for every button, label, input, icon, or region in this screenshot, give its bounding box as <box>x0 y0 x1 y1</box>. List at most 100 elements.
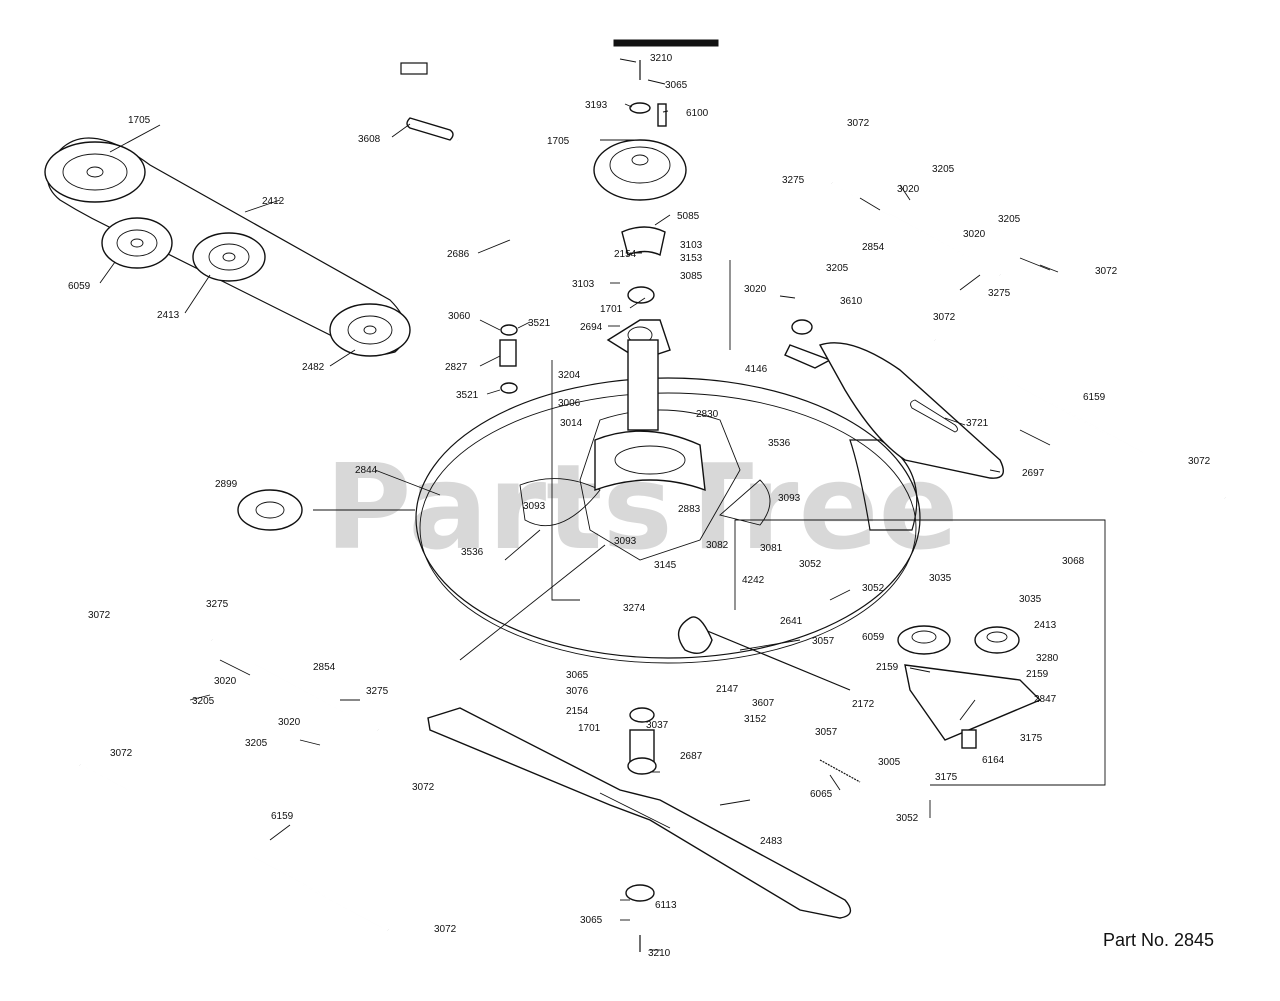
callout-3205-mid: 3205 <box>826 263 849 274</box>
callout-3020-tr1: 3020 <box>897 184 920 195</box>
callout-3035-b: 3035 <box>1019 594 1042 605</box>
idler-pulley-3610 <box>784 319 832 369</box>
callout-3610: 3610 <box>840 296 863 307</box>
pulley-6059-left <box>101 217 173 269</box>
callout-2830: 2830 <box>696 409 719 420</box>
mower-deck-housing <box>415 260 1106 786</box>
callout-3020-mid: 3020 <box>744 284 767 295</box>
callout-3072-tr2: 3072 <box>1095 266 1118 277</box>
callout-2847: 2847 <box>1034 694 1057 705</box>
callout-3052-c: 3052 <box>896 813 919 824</box>
callout-3082: 3082 <box>706 540 729 551</box>
callout-3072-right: 3072 <box>1188 456 1211 467</box>
callout-4146: 4146 <box>745 364 768 375</box>
callout-labels: 3210 3065 3193 6100 1705 1705 3608 2412 … <box>68 53 1211 959</box>
pulley-1705-left <box>44 141 146 203</box>
callout-3153: 3153 <box>680 253 703 264</box>
callout-6159-right: 6159 <box>1083 392 1106 403</box>
callout-3275-tr1: 3275 <box>782 175 805 186</box>
handle-grip-3608 <box>406 117 454 141</box>
callout-3607: 3607 <box>752 698 775 709</box>
callout-3536-right: 3536 <box>768 438 791 449</box>
spring-6065 <box>819 759 861 783</box>
callout-2687: 2687 <box>680 751 703 762</box>
callout-1705-left: 1705 <box>128 115 151 126</box>
callout-3093-right: 3093 <box>778 493 801 504</box>
callout-3065-bottom: 3065 <box>580 915 603 926</box>
callout-3005: 3005 <box>878 757 901 768</box>
callout-3608: 3608 <box>358 134 381 145</box>
small-box-outline <box>400 62 428 75</box>
callout-2413-left: 2413 <box>157 310 180 321</box>
callout-6059-left: 6059 <box>68 281 91 292</box>
callout-3052-b: 3052 <box>862 583 885 594</box>
callout-3205-tr1: 3205 <box>932 164 955 175</box>
callout-6059-right: 6059 <box>862 632 885 643</box>
callout-2483: 2483 <box>760 836 783 847</box>
callout-3721: 3721 <box>966 418 989 429</box>
callout-3275-tr2: 3275 <box>988 288 1011 299</box>
rod-6159-right <box>934 339 1226 499</box>
callout-1701-low: 1701 <box>578 723 601 734</box>
callout-3521-lower: 3521 <box>456 390 479 401</box>
pulley-bracket-2847 <box>897 625 1042 749</box>
idler-arm-2697 <box>818 342 1004 479</box>
callout-3072-bl: 3072 <box>110 748 133 759</box>
callout-2159-a: 2159 <box>876 662 899 673</box>
callout-2172: 2172 <box>852 699 875 710</box>
callout-2154-upper: 2154 <box>614 249 637 260</box>
callout-3020-ll2: 3020 <box>278 717 301 728</box>
callout-3175-b: 3175 <box>935 772 958 783</box>
callout-2147: 2147 <box>716 684 739 695</box>
callout-2694: 2694 <box>580 322 603 333</box>
callout-3076: 3076 <box>566 686 589 697</box>
callout-2641: 2641 <box>780 616 803 627</box>
callout-2854-ll: 2854 <box>313 662 336 673</box>
callout-3068: 3068 <box>1062 556 1085 567</box>
leader-lines <box>99 58 1059 951</box>
callout-5085: 5085 <box>677 211 700 222</box>
callout-3274: 3274 <box>623 603 646 614</box>
linkage-rod-2854-lower <box>211 639 379 731</box>
callout-3052-a: 3052 <box>799 559 822 570</box>
callout-3103-left: 3103 <box>572 279 595 290</box>
callout-3280: 3280 <box>1036 653 1059 664</box>
callout-1701-upper: 1701 <box>600 304 623 315</box>
callout-3035-a: 3035 <box>929 573 952 584</box>
callout-2482: 2482 <box>302 362 325 373</box>
callout-3072-ll2: 3072 <box>412 782 435 793</box>
callout-3065-top: 3065 <box>665 80 688 91</box>
callout-3020-tr2: 3020 <box>963 229 986 240</box>
pulley-2482 <box>329 303 411 357</box>
callout-3093-left: 3093 <box>523 501 546 512</box>
callout-3175-a: 3175 <box>1020 733 1043 744</box>
center-spindle-stack <box>593 39 719 952</box>
callout-3210-bottom: 3210 <box>648 948 671 959</box>
callout-3060: 3060 <box>448 311 471 322</box>
bracket-2827 <box>499 324 518 394</box>
callout-3210-top: 3210 <box>650 53 673 64</box>
callout-3193: 3193 <box>585 100 608 111</box>
rod-2686 <box>457 138 514 321</box>
callout-3536-left: 3536 <box>461 547 484 558</box>
callout-3014: 3014 <box>560 418 583 429</box>
callout-3205-ll2: 3205 <box>245 738 268 749</box>
callout-3072-ll: 3072 <box>88 610 111 621</box>
callout-3205-tr2: 3205 <box>998 214 1021 225</box>
callout-2686: 2686 <box>447 249 470 260</box>
blade-2483 <box>427 707 852 919</box>
callout-2844: 2844 <box>355 465 378 476</box>
callout-3072-bl2: 3072 <box>434 924 457 935</box>
callout-1705-center: 1705 <box>547 136 570 147</box>
callout-3204: 3204 <box>558 370 581 381</box>
callout-3205-ll: 3205 <box>192 696 215 707</box>
callout-3081: 3081 <box>760 543 783 554</box>
pulley-2413-left <box>192 232 266 282</box>
callout-3006: 3006 <box>558 398 581 409</box>
part-number-label: Part No. 2845 <box>1103 930 1214 950</box>
callout-3065-low: 3065 <box>566 670 589 681</box>
callout-2154-low: 2154 <box>566 706 589 717</box>
callout-2159-b: 2159 <box>1026 669 1049 680</box>
callout-2827: 2827 <box>445 362 468 373</box>
